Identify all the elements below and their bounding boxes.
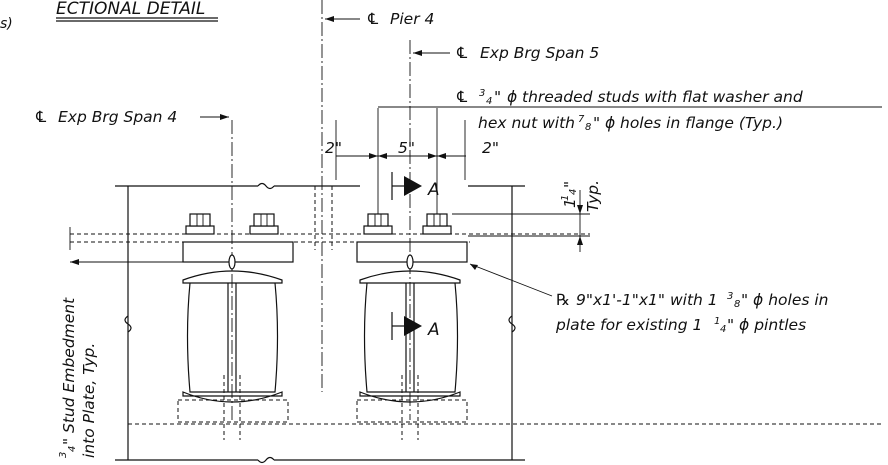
stud-diameter-symbol: ϕ: [507, 88, 517, 106]
vdim-arrow-top: [577, 205, 583, 214]
dim-arrow-1: [369, 153, 378, 159]
hole-frac-den: 8: [585, 122, 591, 133]
plate-leader: [469, 263, 553, 297]
span5-label: ℄ Exp Brg Span 5: [413, 44, 599, 62]
stud-note-line2: hex nut with: [478, 114, 575, 132]
right-rocker-bottom: [359, 391, 461, 403]
dim-arrow-3: [428, 153, 437, 159]
top-dimensions: 2" 5" 2": [325, 108, 499, 222]
section-a-bottom-label: A: [427, 320, 440, 340]
left-base-plate: [177, 399, 289, 423]
stud-inch-mark: ": [494, 88, 501, 106]
stud-note-line2-tail: holes in flange (Typ.): [620, 114, 783, 132]
break-right: [508, 315, 516, 333]
break-top-left: [257, 182, 275, 190]
section-a-top-label: A: [427, 180, 440, 200]
dim-left-2: 2": [325, 139, 342, 157]
left-nut-1: [189, 213, 211, 227]
vertical-dimension: 1 1 4 " Typ.: [452, 180, 602, 252]
hole-inch-mark: ": [593, 114, 600, 132]
left-pintle: [228, 254, 236, 270]
dim-arrow-4: [437, 153, 446, 159]
pier-label-text: Pier 4: [390, 10, 434, 28]
left-bearing: [177, 213, 294, 440]
vdim-frac-den: 4: [568, 189, 579, 195]
stud-frac-den: 4: [486, 96, 492, 107]
detail-subtitle: s): [0, 16, 13, 32]
span4-centerline-symbol: ℄: [34, 108, 48, 126]
right-nut-1-washer: [363, 225, 393, 235]
pier-leader-arrow: [325, 16, 334, 22]
left-nut-2: [253, 213, 275, 227]
pier-label: ℄ Pier 4: [325, 10, 434, 28]
dim-mid-5: 5": [398, 139, 415, 157]
left-rocker-top: [182, 270, 283, 284]
stud-note-line1: threaded studs with flat washer and: [522, 88, 803, 106]
plate-note-line2: plate for existing 1: [555, 316, 702, 334]
right-base-plate: [356, 399, 468, 423]
embed-arrow: [70, 259, 79, 265]
dim-arrow-2: [378, 153, 387, 159]
right-bearing: [356, 213, 468, 440]
pintle-frac-den: 4: [720, 324, 726, 335]
plate-note-line2-tail: " ϕ pintles: [727, 316, 806, 334]
section-a-top-arrow: [404, 176, 422, 196]
left-nut-2-washer: [249, 225, 279, 235]
embed-line1: " Stud Embedment: [60, 297, 78, 445]
vdim-arrow-bottom: [577, 236, 583, 245]
plate-note-line1: 9"x1'-1"x1" with 1: [576, 291, 718, 309]
span5-centerline-symbol: ℄: [455, 44, 469, 62]
embed-frac-den: 4: [67, 446, 78, 452]
vdim-inch: ": [561, 181, 579, 188]
dim-right-2: 2": [482, 139, 499, 157]
plate-frac-num: 3: [727, 291, 733, 302]
hole-frac-num: 7: [578, 114, 585, 125]
pintle-frac-num: 1: [714, 316, 720, 327]
vdim-typ: Typ.: [584, 180, 602, 212]
stud-frac-num: 3: [479, 88, 485, 99]
plate-note: ℞ 9"x1'-1"x1" with 1 3 8 " ϕ holes in pl…: [469, 263, 829, 335]
right-rocker-body: [363, 282, 459, 393]
left-rocker-body: [186, 282, 279, 393]
vdim-whole: 1: [561, 198, 579, 208]
left-nut-1-washer: [185, 225, 215, 235]
right-nut-2: [426, 213, 448, 227]
break-bottom-left: [257, 456, 275, 464]
plate-leader-arrow: [470, 264, 478, 270]
stud-note-centerline-symbol: ℄: [455, 88, 469, 106]
span4-label: ℄ Exp Brg Span 4: [34, 108, 229, 126]
plate-note-line1-tail: " ϕ holes in: [741, 291, 829, 309]
section-a-top: A: [391, 172, 440, 200]
right-rocker-top: [359, 270, 461, 284]
span4-label-text: Exp Brg Span 4: [58, 108, 177, 126]
section-a-bottom: A: [391, 312, 440, 340]
right-nut-2-washer: [422, 225, 452, 235]
pier-centerline-symbol: ℄: [366, 10, 380, 28]
section-a-bottom-arrow: [404, 316, 422, 336]
hole-diameter-symbol: ϕ: [605, 114, 615, 132]
detail-title-text: ECTIONAL DETAIL: [56, 0, 205, 19]
centerlines: [231, 0, 411, 420]
right-pintle: [406, 254, 414, 270]
stud-note: ℄ 3 4 " ϕ threaded studs with flat washe…: [378, 88, 882, 133]
plate-frac-den: 8: [734, 299, 740, 310]
embed-line2: into Plate, Typ.: [80, 343, 98, 458]
embed-frac-num: 3: [58, 452, 69, 458]
span4-leader-arrow: [220, 114, 229, 120]
span5-leader-arrow: [413, 50, 422, 56]
left-rocker-bottom: [182, 391, 283, 403]
right-nut-1: [367, 213, 389, 227]
plate-symbol: ℞: [556, 291, 570, 309]
embed-note: 3 4 " Stud Embedment into Plate, Typ.: [58, 259, 183, 458]
span5-label-text: Exp Brg Span 5: [480, 44, 599, 62]
left-bearing-plate: [182, 241, 294, 263]
detail-title: ECTIONAL DETAIL s): [0, 0, 218, 32]
break-left: [124, 315, 132, 333]
vdim-frac-num: 1: [560, 195, 571, 201]
